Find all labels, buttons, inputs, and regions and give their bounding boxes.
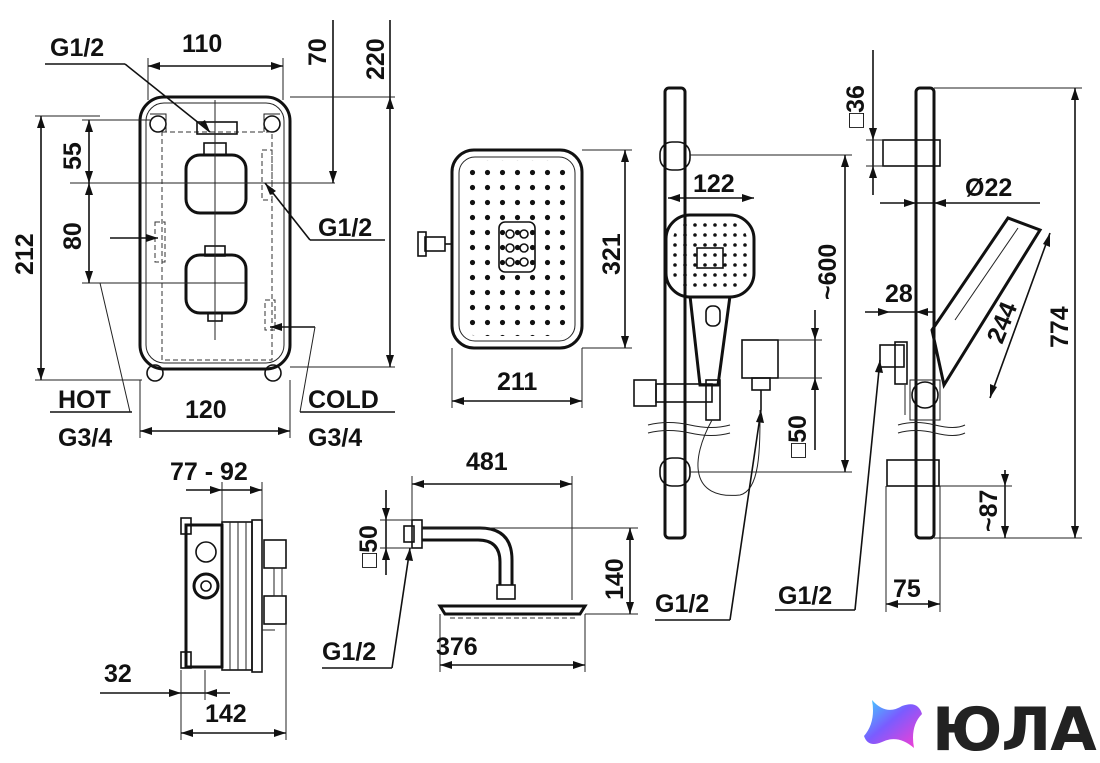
dim-panel-55: 55 [59, 142, 87, 170]
dim-hand-244: 244 [982, 298, 1024, 347]
dim-side-774: 774 [1046, 306, 1074, 348]
shower-rail-side-dimension-lines [775, 50, 1082, 612]
dim-rail-g12: G1/2 [655, 590, 709, 618]
dim-side-28: 28 [885, 280, 913, 308]
dim-cold-label: COLD [308, 386, 379, 414]
dim-overhead-height: 321 [598, 233, 626, 275]
yula-logo-icon [864, 700, 922, 748]
concealed-box-side-view [180, 517, 287, 673]
dim-rail-600: ~600 [814, 244, 842, 300]
dim-arm-g12: G1/2 [322, 638, 376, 666]
dim-bracket-50: □50 [784, 415, 812, 458]
dim-panel-g12-side: G1/2 [318, 214, 372, 242]
dim-cold-thread: G3/4 [308, 424, 362, 452]
dim-panel-80: 80 [59, 222, 87, 250]
shower-arm-side-view [403, 519, 588, 619]
dim-box-142: 142 [205, 700, 247, 728]
dim-side-g12: G1/2 [778, 582, 832, 610]
control-panel-front-view [70, 95, 335, 382]
dim-panel-70: 70 [304, 38, 332, 66]
dim-hand-width: 122 [693, 170, 735, 198]
shower-rail-front-view [633, 86, 779, 540]
shower-rail-side-view [879, 86, 1043, 540]
dim-arm-376: 376 [436, 633, 478, 661]
dim-hot-label: HOT [58, 386, 111, 414]
dim-arm-481: 481 [466, 448, 508, 476]
overhead-shower-plate [417, 148, 584, 350]
control-panel-dimension-lines [35, 20, 395, 438]
brand-logo: ЮЛА [864, 695, 1098, 763]
dim-panel-g12-top: G1/2 [50, 34, 104, 62]
shower-rail-dimension-lines [655, 154, 852, 621]
dim-arm-140: 140 [601, 558, 629, 600]
concealed-box-dimension-lines [100, 482, 287, 740]
dim-box-32: 32 [104, 660, 132, 688]
overhead-shower-dimension-lines [451, 149, 632, 408]
shower-arm-dimension-lines [322, 476, 638, 672]
dim-box-depth: 77 - 92 [170, 458, 248, 486]
dim-panel-width-110: 110 [182, 30, 222, 58]
dimension-labels: G1/2 110 70 220 55 212 80 G1/2 HOT G3/4 … [11, 30, 1074, 728]
dim-side-36: □36 [842, 85, 870, 128]
dim-overhead-width: 211 [497, 368, 537, 396]
dim-bar-22: Ø22 [965, 174, 1012, 202]
dim-side-87: ~87 [975, 490, 1003, 532]
dim-arm-50: □50 [355, 525, 383, 568]
dim-panel-220: 220 [362, 38, 390, 80]
dim-panel-212: 212 [11, 233, 39, 275]
dim-hot-thread: G3/4 [58, 424, 112, 452]
dim-panel-width-120: 120 [185, 396, 227, 424]
brand-name: ЮЛА [932, 695, 1097, 763]
dim-side-75: 75 [893, 575, 921, 603]
